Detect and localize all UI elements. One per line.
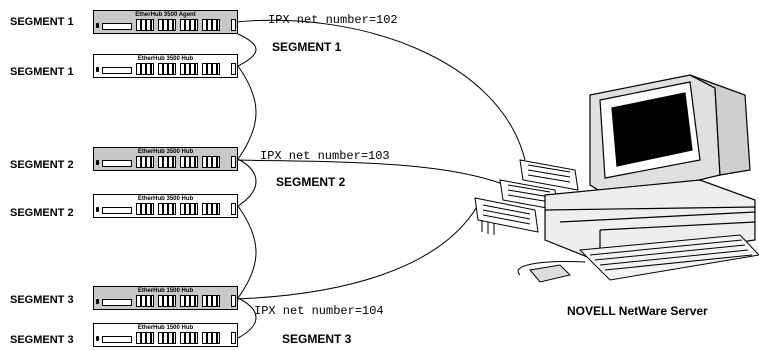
segment-label: SEGMENT 1 [10,66,74,78]
segment-label: SEGMENT 3 [10,334,74,346]
port-group [158,203,176,215]
port-group [202,19,220,31]
chain-link-2-3 [237,65,257,160]
hub-slot [102,299,132,306]
hub-slot [102,67,132,74]
mouse [529,264,571,283]
led-indicator [96,23,99,28]
hub-name: EtherHub 1500 Hub [137,325,194,331]
cable-segment-1 [235,19,526,161]
hub-name: EtherHub 3500 Hub [137,149,194,155]
port-group [202,63,220,75]
chain-link-5-6 [237,297,257,339]
hub-name: EtherHub 1500 Hub [137,288,194,294]
port-group [136,295,154,307]
uplink-port [231,63,236,75]
uplink-port [231,156,236,168]
uplink-port [231,295,236,307]
port-group [180,63,198,75]
led-indicator [96,299,99,304]
port-group [202,332,220,344]
segment-label: SEGMENT 3 [10,294,74,306]
hub-slot [102,207,132,214]
port-group [136,332,154,344]
uplink-port [231,332,236,344]
chain-link-4-5 [237,205,257,299]
port-group [180,19,198,31]
hub-slot [102,160,132,167]
segment-caption: SEGMENT 3 [282,332,352,346]
port-group [202,295,220,307]
port-group [158,156,176,168]
hub-name: EtherHub 3500 Hub [137,196,194,202]
ethernet-hub: EtherHub 3500 Hub [93,54,238,78]
segment-caption: SEGMENT 1 [272,40,342,54]
nic-card-3 [474,197,539,235]
segment-label: SEGMENT 2 [10,159,74,171]
cable-segment-3 [235,204,479,300]
segment-caption: SEGMENT 2 [276,175,346,189]
uplink-port [231,19,236,31]
cable-segment-2 [235,159,506,186]
port-group [158,63,176,75]
hub-name: EtherHub 3500 Agent [135,12,196,18]
ethernet-hub: EtherHub 1500 Hub [93,286,238,310]
hub-name: EtherHub 3500 Hub [137,56,194,62]
port-group [180,156,198,168]
ipx-net-label: IPX net number=102 [268,13,398,27]
segment-label: SEGMENT 2 [10,207,74,219]
segment-label: SEGMENT 1 [10,16,74,28]
hub-slot [102,336,132,343]
ipx-net-label: IPX net number=103 [260,149,390,163]
monitor [589,74,751,213]
port-group [136,203,154,215]
led-indicator [96,67,99,72]
port-group [158,19,176,31]
uplink-port [231,203,236,215]
port-group [202,156,220,168]
led-indicator [96,160,99,165]
port-group [180,295,198,307]
nic-card-1 [519,159,579,191]
port-group [202,203,220,215]
mouse-cord [517,261,586,276]
ethernet-hub: EtherHub 3500 Agent [93,10,238,34]
ethernet-hub: EtherHub 3500 Hub [93,194,238,218]
keyboard [578,234,759,281]
ethernet-hub: EtherHub 1500 Hub [93,323,238,347]
hub-slot [102,23,132,30]
ipx-net-label: IPX net number=104 [254,304,384,318]
led-indicator [96,207,99,212]
port-group [180,203,198,215]
port-group [136,19,154,31]
server-caption: NOVELL NetWare Server [567,304,708,318]
led-indicator [96,336,99,341]
ethernet-hub: EtherHub 3500 Hub [93,147,238,171]
port-group [158,295,176,307]
port-group [180,332,198,344]
chain-link-3-4 [237,158,257,207]
chain-link-1-2 [237,33,257,67]
port-group [158,332,176,344]
port-group [136,63,154,75]
port-group [136,156,154,168]
